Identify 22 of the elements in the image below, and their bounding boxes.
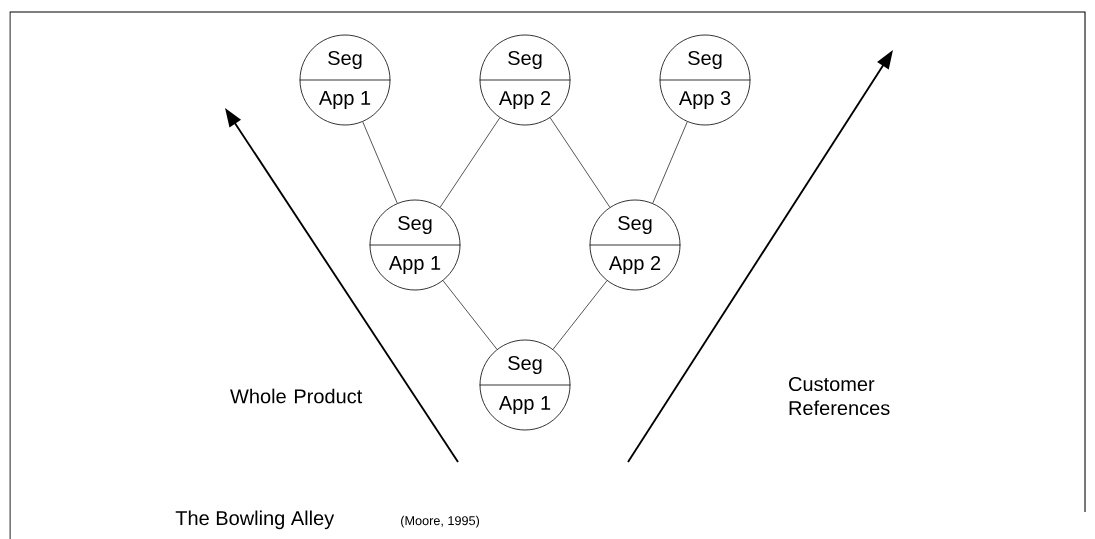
side-label: Whole Product [230, 388, 363, 404]
citation-text: (Moore, 1995) [401, 515, 479, 528]
connector-line [652, 121, 688, 204]
connector-line [552, 280, 608, 350]
application-label: App 1 [388, 256, 441, 274]
segment-label: Seg [328, 50, 362, 70]
connector-line [549, 117, 611, 208]
connector-line [442, 280, 498, 350]
connector-line [439, 117, 501, 208]
segment-label: Seg [508, 50, 542, 70]
segment-label: Seg [618, 215, 652, 235]
segment-label: Seg [398, 215, 432, 235]
connector-line [362, 121, 398, 204]
application-label: App 2 [498, 90, 551, 110]
side-label: Customer References [789, 376, 890, 416]
segment-label: Seg [688, 50, 722, 70]
application-label: App 1 [318, 91, 371, 109]
application-label: App 1 [498, 396, 551, 414]
caption-text: The Bowling Alley [175, 510, 335, 530]
segment-label: Seg [508, 355, 542, 375]
application-label: App 3 [678, 90, 731, 110]
application-label: App 2 [608, 255, 661, 275]
